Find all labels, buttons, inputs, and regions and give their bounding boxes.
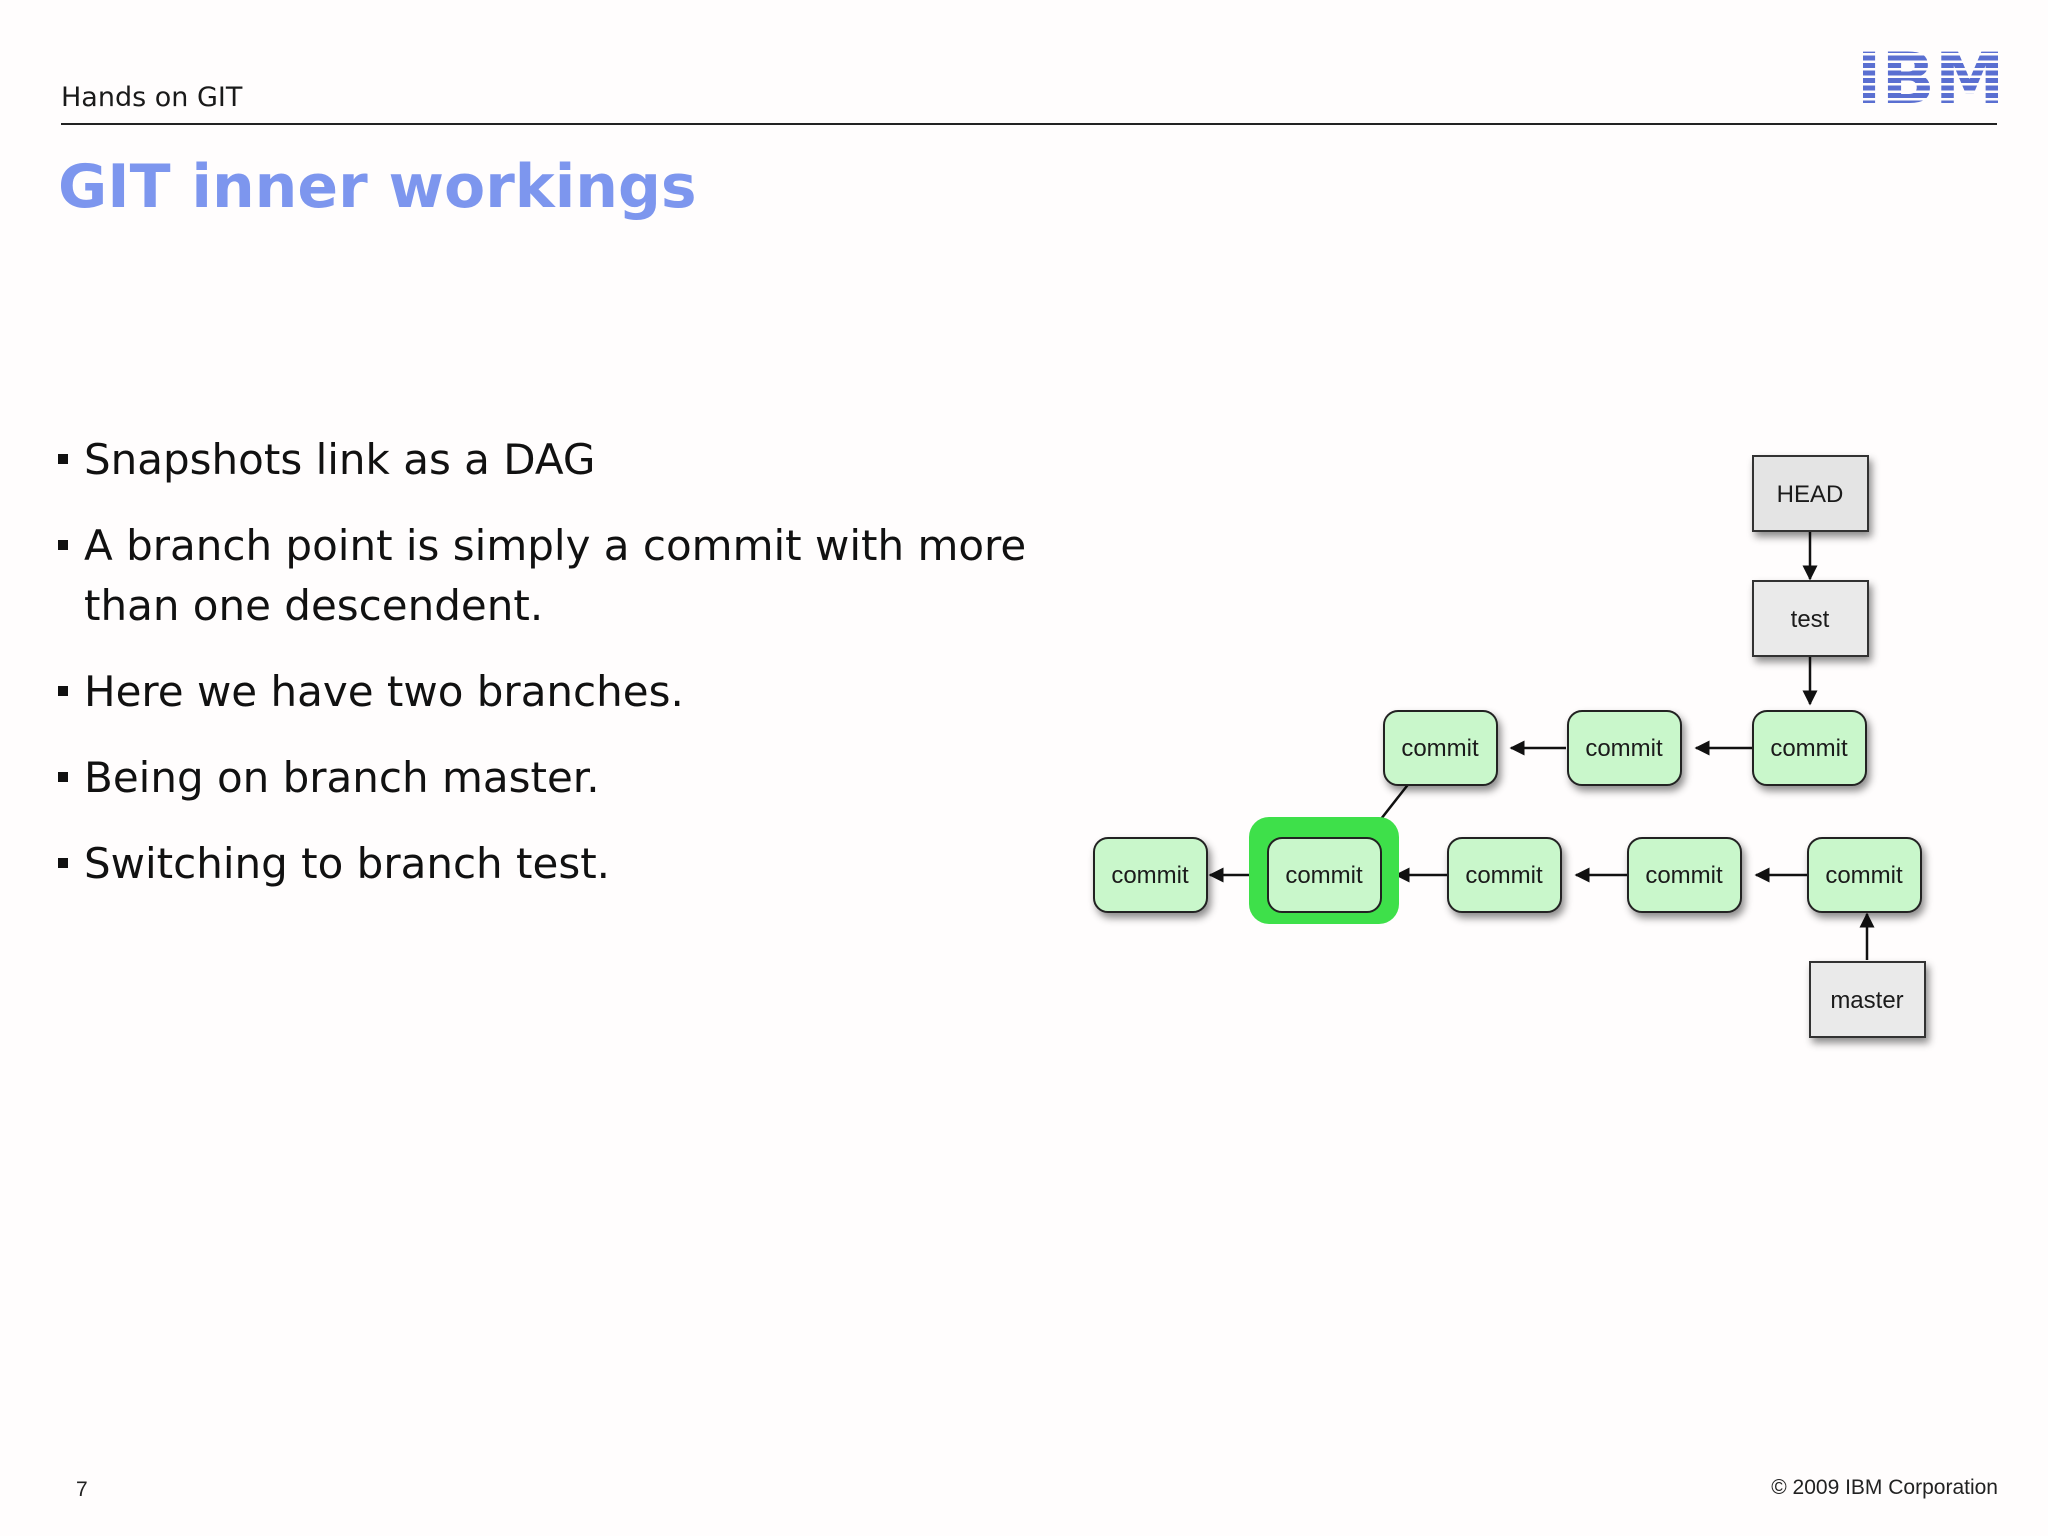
bullet-square-icon — [58, 772, 68, 782]
dag-edges — [1208, 531, 1875, 960]
bullet-item: Snapshots link as a DAG — [58, 430, 1098, 490]
commit-node: commit — [1447, 837, 1562, 913]
svg-text:commit: commit — [1285, 862, 1363, 889]
bullet-item: A branch point is simply a commit with m… — [58, 516, 1098, 636]
svg-text:commit: commit — [1645, 862, 1723, 889]
bullet-list: Snapshots link as a DAG A branch point i… — [58, 430, 1098, 920]
bullet-item: Being on branch master. — [58, 748, 1098, 808]
ref-master: master — [1809, 961, 1926, 1038]
svg-text:master: master — [1830, 987, 1903, 1014]
svg-text:commit: commit — [1770, 735, 1848, 762]
bullet-item: Switching to branch test. — [58, 834, 1098, 894]
bullet-square-icon — [58, 686, 68, 696]
header-label: Hands on GIT — [61, 82, 243, 113]
svg-text:commit: commit — [1401, 735, 1479, 762]
bullet-item: Here we have two branches. — [58, 662, 1098, 722]
svg-text:IBM: IBM — [1863, 48, 1998, 108]
header-divider — [61, 123, 1997, 125]
svg-text:commit: commit — [1585, 735, 1663, 762]
svg-text:HEAD: HEAD — [1777, 481, 1844, 508]
commit-node: commit — [1752, 710, 1867, 786]
commit-node: commit — [1807, 837, 1922, 913]
bullet-square-icon — [58, 540, 68, 550]
commit-node: commit — [1383, 710, 1498, 786]
ref-head: HEAD — [1752, 455, 1869, 532]
commit-node: commit — [1093, 837, 1208, 913]
ibm-logo: IBM — [1863, 48, 1998, 108]
svg-text:commit: commit — [1825, 862, 1903, 889]
bullet-square-icon — [58, 858, 68, 868]
commit-node: commit — [1567, 710, 1682, 786]
ref-test: test — [1752, 580, 1869, 657]
slide-title: GIT inner workings — [58, 152, 697, 222]
svg-text:commit: commit — [1465, 862, 1543, 889]
copyright-notice: © 2009 IBM Corporation — [1771, 1476, 1998, 1499]
page-number: 7 — [76, 1478, 88, 1501]
commit-dag-diagram: HEAD test master commit commit commit co… — [1093, 455, 1926, 1038]
bullet-square-icon — [58, 454, 68, 464]
commit-node: commit — [1627, 837, 1742, 913]
commit-node-current: commit — [1267, 837, 1382, 913]
svg-text:test: test — [1791, 606, 1830, 633]
svg-text:commit: commit — [1111, 862, 1189, 889]
